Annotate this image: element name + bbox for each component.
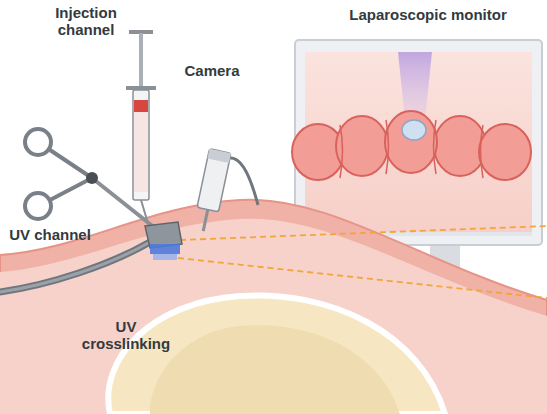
uv-crosslinking-site bbox=[145, 222, 182, 260]
uv-crosslinking-site bbox=[153, 254, 177, 260]
camera bbox=[207, 149, 231, 163]
uv-channel-tube bbox=[0, 242, 150, 292]
laparoscopic-monitor bbox=[402, 120, 426, 140]
camera bbox=[203, 210, 208, 232]
laparoscopic-monitor bbox=[481, 125, 484, 178]
laparoscopic-monitor bbox=[336, 116, 388, 176]
laparoscopic-monitor bbox=[385, 111, 437, 173]
scissors bbox=[50, 178, 92, 200]
scissors bbox=[50, 150, 92, 178]
tissue bbox=[108, 295, 445, 414]
channel-label: Injection channel bbox=[40, 4, 132, 39]
view-line bbox=[178, 258, 547, 298]
laparoscopic-monitor bbox=[340, 120, 483, 178]
camera bbox=[197, 149, 231, 212]
tissue bbox=[150, 325, 400, 414]
process-label: UV crosslinking bbox=[78, 318, 174, 353]
uv-channel-tube bbox=[0, 242, 150, 292]
camera bbox=[192, 149, 231, 234]
camera-label: Camera bbox=[172, 62, 252, 79]
syringe bbox=[134, 100, 148, 112]
uv-channel-tube bbox=[0, 242, 150, 292]
laparoscopic-monitor bbox=[434, 120, 437, 174]
syringe bbox=[133, 90, 149, 200]
tissue bbox=[0, 200, 547, 414]
monitor-label: Laparoscopic monitor bbox=[318, 6, 538, 23]
view-line bbox=[178, 226, 547, 298]
syringe bbox=[134, 112, 148, 192]
laparoscopic-monitor bbox=[479, 124, 531, 180]
tissue bbox=[0, 200, 547, 414]
laparoscopic-monitor bbox=[386, 120, 389, 174]
tissue bbox=[0, 219, 547, 414]
scissors bbox=[86, 172, 98, 184]
camera bbox=[192, 149, 258, 234]
scissors bbox=[25, 129, 51, 155]
syringe bbox=[139, 33, 143, 88]
scissors bbox=[92, 178, 160, 232]
scissors bbox=[25, 193, 51, 219]
uv-crosslinking-site bbox=[150, 244, 180, 254]
channel-label: UV channel bbox=[4, 226, 96, 243]
laparoscopic-monitor bbox=[340, 125, 343, 178]
laparoscopic-monitor bbox=[434, 116, 486, 176]
laparoscopic-monitor bbox=[305, 52, 532, 232]
syringe bbox=[126, 30, 156, 230]
view-line bbox=[180, 226, 547, 240]
laparoscopic-monitor bbox=[292, 111, 531, 180]
